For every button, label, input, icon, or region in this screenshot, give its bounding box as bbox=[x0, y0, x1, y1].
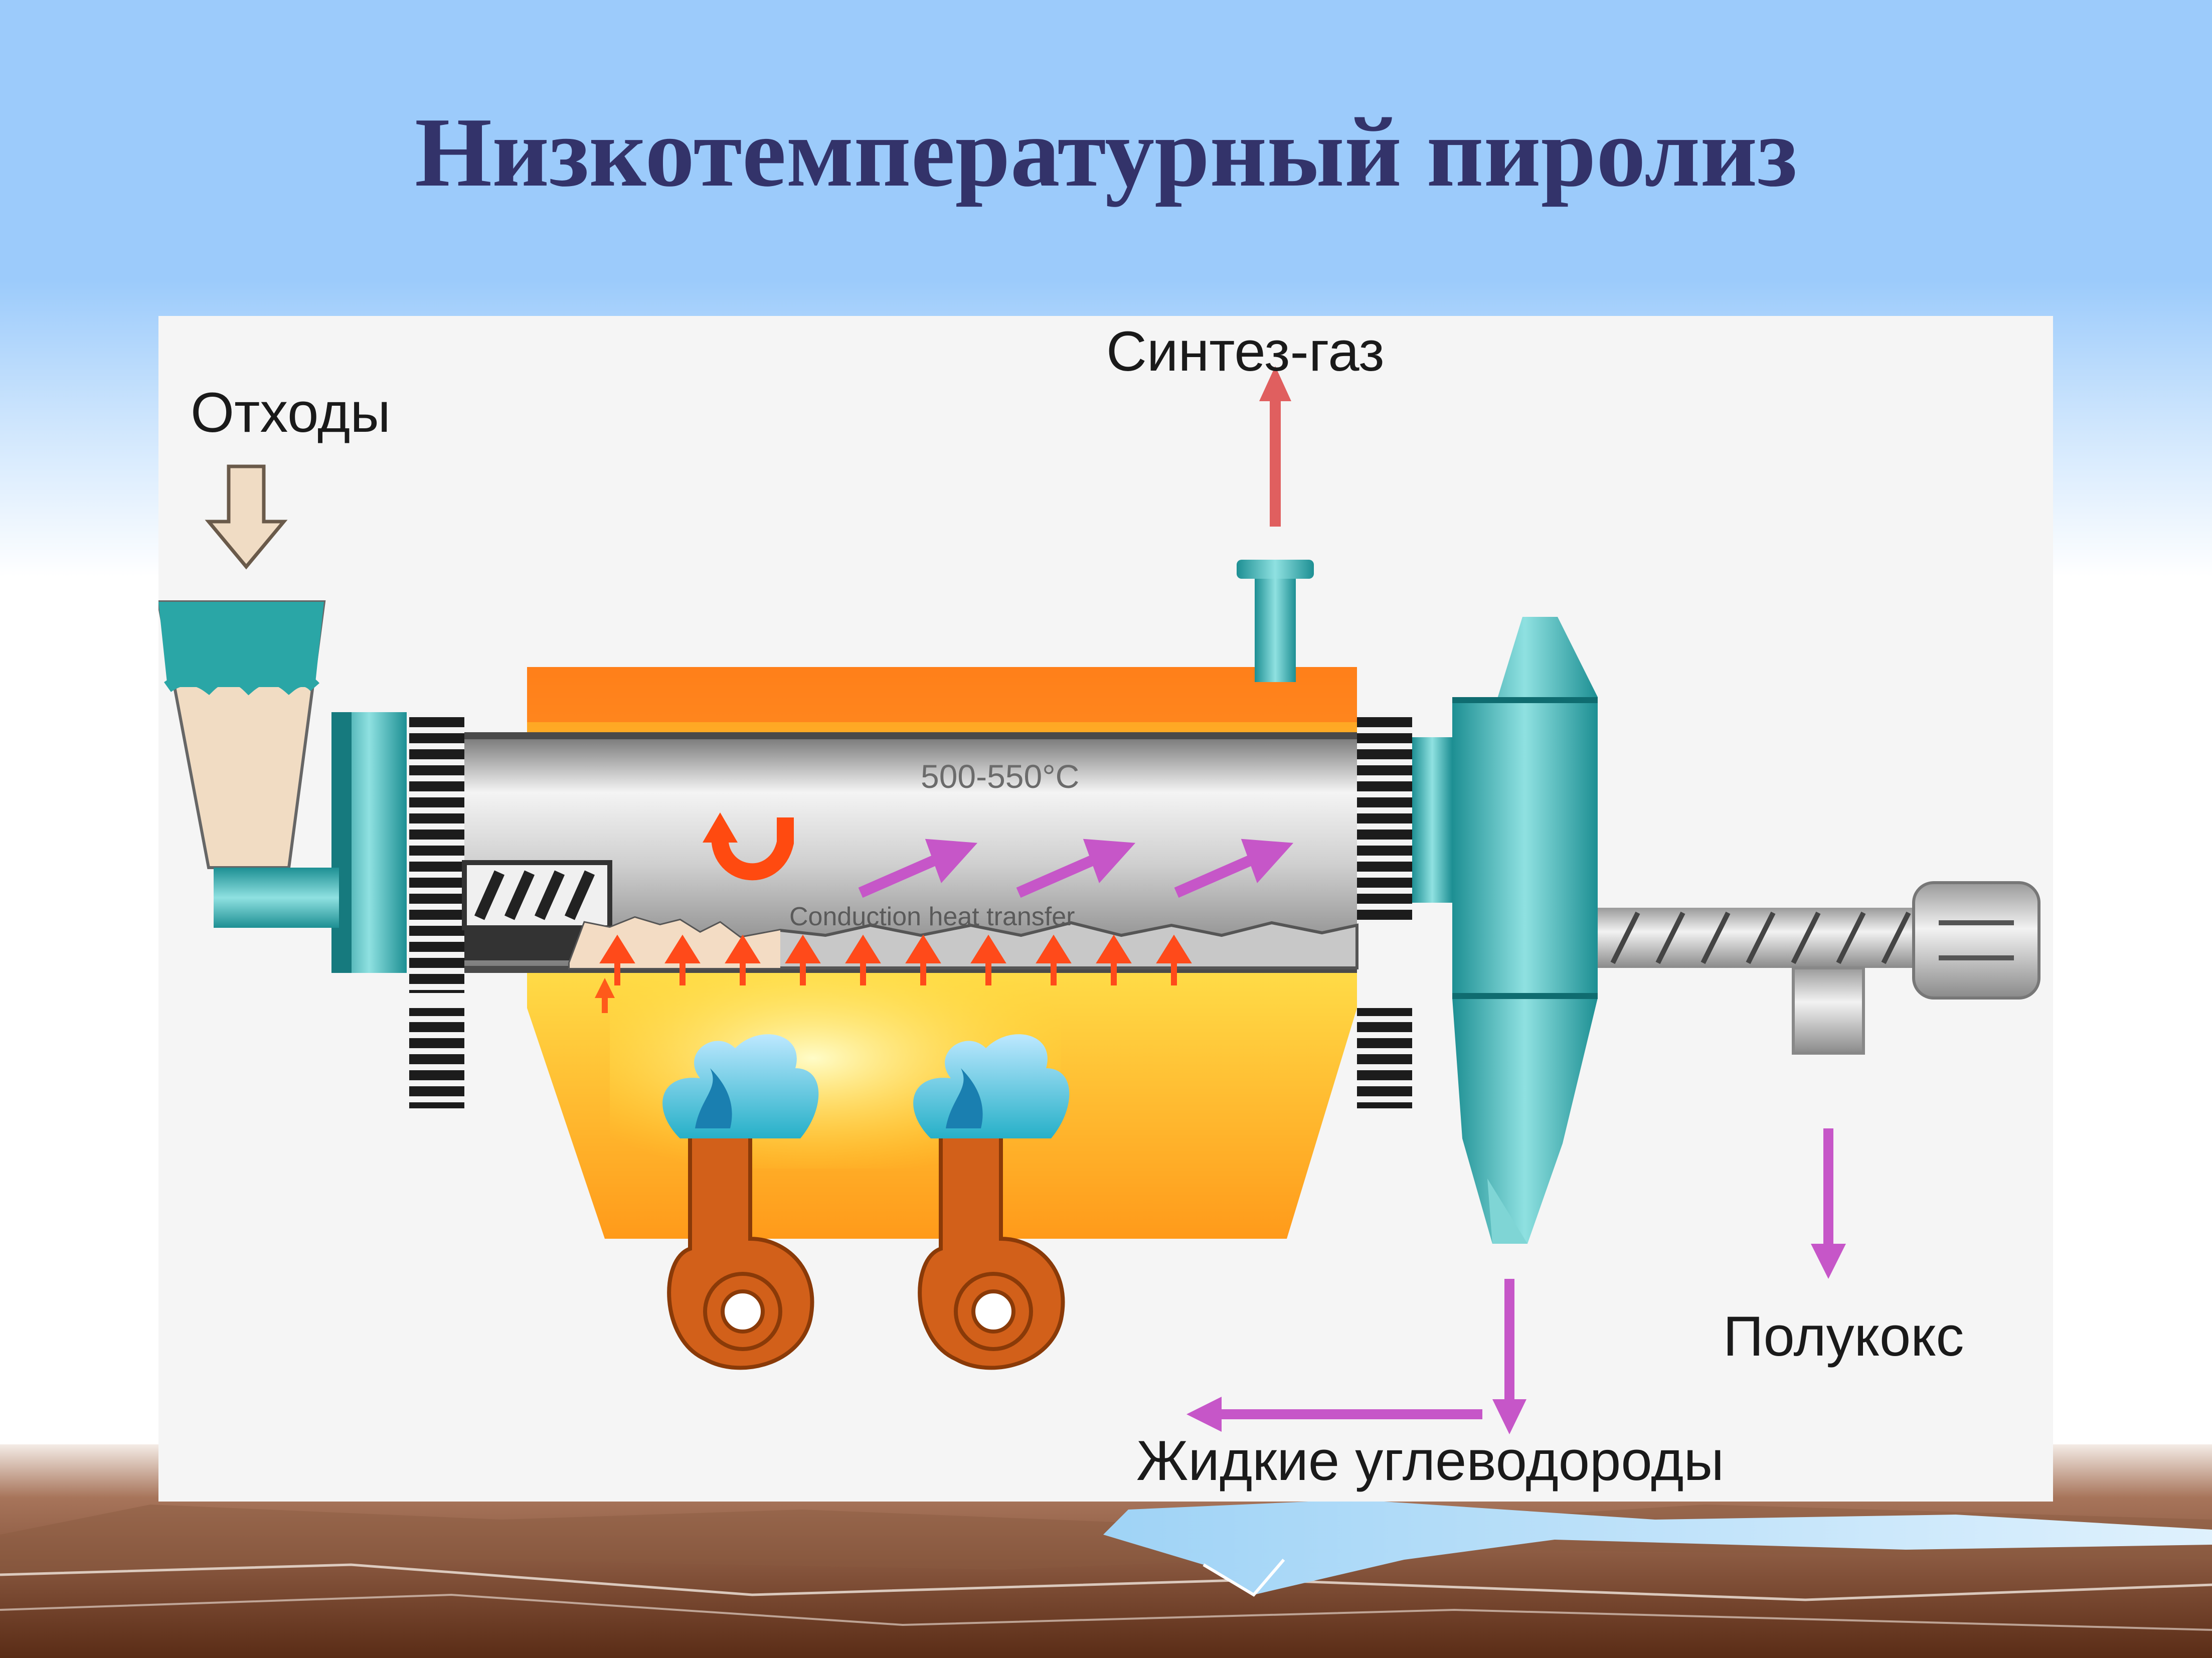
conveyor-motor bbox=[1912, 881, 2040, 1000]
label-semicoke: Полукокс bbox=[1723, 1305, 1964, 1368]
semicoke-arrow bbox=[1811, 1128, 1846, 1279]
syngas-outlet-pipe bbox=[1255, 567, 1296, 682]
heat-arrow-set bbox=[599, 934, 1192, 985]
left-gear bbox=[409, 712, 464, 993]
heat-arrows bbox=[595, 978, 615, 1013]
burner-right bbox=[913, 1034, 1070, 1370]
semicoke-outlet bbox=[1792, 966, 1865, 1055]
label-temperature: 500-550°C bbox=[921, 758, 1080, 795]
slide-title: Низкотемпературный пиролиз bbox=[415, 97, 1797, 207]
syngas-arrow bbox=[1259, 366, 1291, 527]
diagram-graphics bbox=[158, 366, 2040, 1434]
label-syngas: Синтез-газ bbox=[1106, 320, 1385, 383]
label-heat-transfer: Conduction heat transfer bbox=[789, 902, 1075, 931]
waste-input-arrow bbox=[205, 464, 288, 570]
liquid-hydrocarbons-arrows bbox=[1186, 1279, 1526, 1434]
feed-pipe bbox=[214, 868, 339, 928]
furnace-top bbox=[527, 667, 1357, 722]
label-waste: Отходы bbox=[191, 381, 391, 444]
vapour-flow-arrows bbox=[858, 839, 1294, 898]
pyrolysis-diagram: Отходы Синтез-газ Полукокс Жидкие углево… bbox=[158, 316, 2053, 1502]
mixing-arrow bbox=[711, 817, 794, 881]
label-liquid-hydrocarbons: Жидкие углеводороды bbox=[1136, 1429, 1725, 1492]
right-gear bbox=[1357, 712, 1412, 923]
burner-left bbox=[662, 1034, 819, 1370]
